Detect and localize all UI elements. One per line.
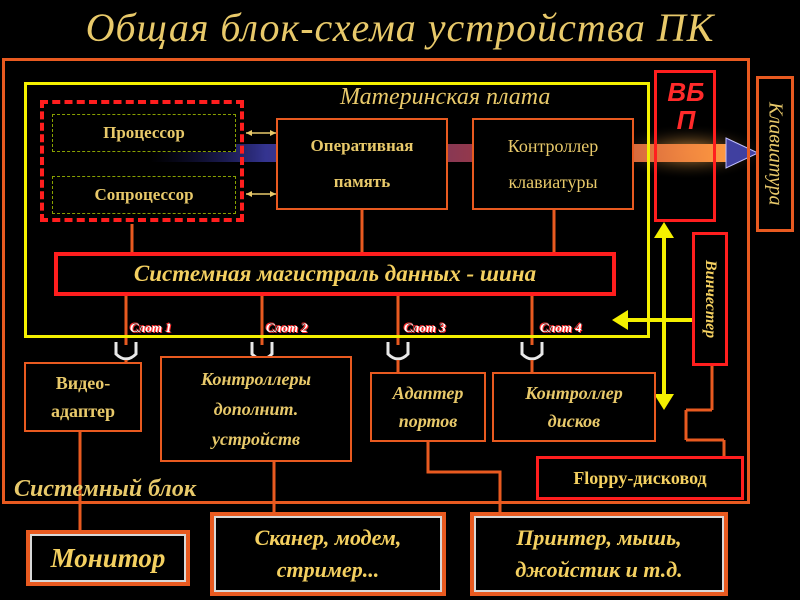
- hdd-label: Винчестер: [702, 259, 719, 339]
- port-adapter-line2: портов: [398, 411, 458, 431]
- monitor-box: Монитор: [26, 530, 190, 586]
- scanner-box: Сканер, модем, стример...: [210, 512, 446, 596]
- keyboard-controller-line2: клавиатуры: [508, 172, 598, 192]
- ram-box: Оперативная память: [276, 118, 448, 210]
- scanner-line1: Сканер, модем,: [254, 525, 402, 550]
- port-adapter-box: Адаптер портов: [370, 372, 486, 442]
- extra-controllers-line3: устройств: [211, 429, 301, 449]
- keyboard-controller-box: Контроллер клавиатуры: [472, 118, 634, 210]
- disk-controller-box: Контроллер дисков: [492, 372, 656, 442]
- motherboard-label: Материнская плата: [340, 84, 551, 110]
- printer-line2: джойстик и т.д.: [515, 557, 683, 582]
- processor-label: Процессор: [103, 123, 185, 142]
- slot-3-label: Слот 3: [404, 320, 446, 335]
- vbp-line2: П: [676, 105, 696, 135]
- system-bus: Системная магистраль данных - шина: [54, 252, 616, 296]
- motherboard-frame: [24, 82, 650, 338]
- system-unit-frame: [2, 58, 750, 504]
- coprocessor-box: Сопроцессор: [52, 176, 236, 214]
- extra-controllers-line1: Контроллеры: [200, 369, 312, 389]
- port-adapter-line1: Адаптер: [392, 383, 464, 403]
- floppy-label: Floppy-дисковод: [573, 467, 707, 488]
- diagram-title: Общая блок-схема устройства ПК: [85, 5, 715, 50]
- hdd-box: Винчестер: [692, 232, 728, 366]
- scanner-line2: стример...: [276, 557, 380, 582]
- coprocessor-label: Сопроцессор: [94, 185, 194, 204]
- system-unit-label: Системный блок: [14, 476, 197, 502]
- slot-2-label: Слот 2: [266, 320, 308, 335]
- keyboard-label: Клавиатура: [764, 102, 787, 206]
- vbp-line1: ВБ: [667, 77, 705, 107]
- video-adapter-box: Видео- адаптер: [24, 362, 142, 432]
- video-adapter-line2: адаптер: [50, 401, 116, 421]
- monitor-label: Монитор: [50, 542, 166, 573]
- slot-1-label: Слот 1: [130, 320, 172, 335]
- floppy-box: Floppy-дисковод: [536, 456, 744, 500]
- beam-arrowhead: [725, 137, 760, 169]
- extra-controllers-box: Контроллеры дополнит. устройств: [160, 356, 352, 462]
- keyboard-box: Клавиатура: [756, 76, 794, 232]
- printer-line1: Принтер, мышь,: [516, 525, 682, 550]
- video-adapter-line1: Видео-: [55, 373, 111, 393]
- ram-line1: Оперативная: [310, 136, 414, 155]
- disk-controller-line1: Контроллер: [525, 383, 623, 403]
- vbp-frame: [654, 70, 716, 222]
- vbp-label: ВБ П: [658, 78, 714, 134]
- cpu-group-frame: [40, 100, 244, 222]
- disk-controller-line2: дисков: [547, 411, 601, 431]
- printer-box: Принтер, мышь, джойстик и т.д.: [470, 512, 728, 596]
- system-bus-label: Системная магистраль данных - шина: [133, 261, 537, 286]
- ram-line2: память: [333, 172, 391, 191]
- keyboard-controller-line1: Контроллер: [507, 136, 599, 156]
- processor-box: Процессор: [52, 114, 236, 152]
- extra-controllers-line2: дополнит.: [213, 399, 299, 419]
- slot-4-label: Слот 4: [540, 320, 582, 335]
